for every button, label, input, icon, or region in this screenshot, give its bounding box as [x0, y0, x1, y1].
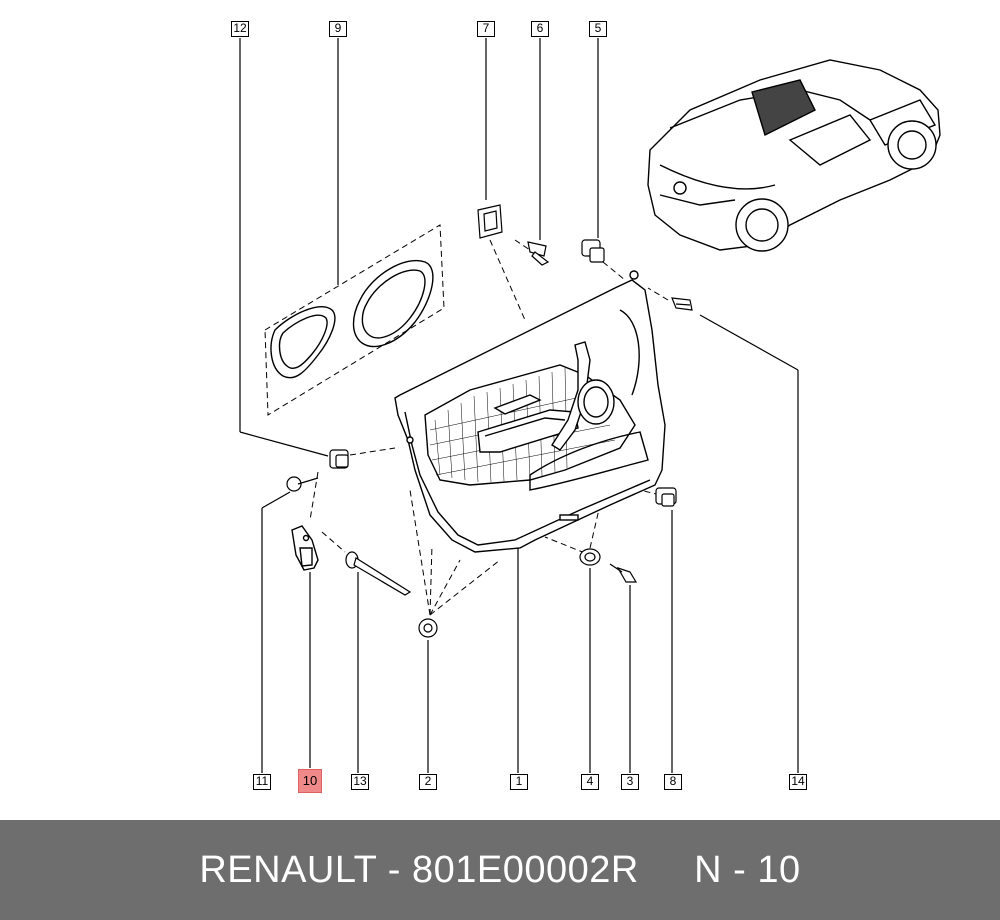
callout-12: 12	[231, 21, 249, 37]
part-9-seal-left	[270, 306, 336, 379]
footer-caption: RENAULT - 801E00002R N - 10	[199, 849, 800, 892]
separator: -	[722, 848, 758, 891]
part-11-screw	[286, 476, 319, 492]
callout-14: 14	[789, 774, 807, 790]
part-1-door-panel	[394, 270, 666, 553]
callout-10-highlighted: 10	[298, 769, 322, 793]
part-number: 801E00002R	[411, 848, 639, 891]
exploded-parts-diagram	[239, 38, 941, 773]
part-14-screw	[671, 297, 693, 311]
part-8-clip	[655, 487, 677, 507]
callout-6: 6	[531, 21, 549, 37]
part-6-screw	[527, 241, 550, 266]
footer-bar: RENAULT - 801E00002R N - 10	[0, 820, 1000, 920]
part-2-clip	[418, 618, 438, 638]
car-illustration	[647, 59, 941, 252]
part-10-bracket	[291, 525, 319, 571]
part-9-seal-right	[352, 259, 434, 348]
part-3-screw	[609, 563, 638, 583]
spacer	[639, 849, 694, 891]
callout-13: 13	[351, 774, 369, 790]
callout-4: 4	[581, 774, 599, 790]
part-5-clip	[581, 239, 605, 263]
brand-name: RENAULT	[199, 848, 377, 891]
part-13-pin	[345, 551, 412, 596]
callout-3: 3	[621, 774, 639, 790]
ref-number: 10	[757, 848, 801, 891]
callout-7: 7	[477, 21, 495, 37]
part-9-frame	[264, 224, 445, 416]
callout-11: 11	[253, 774, 271, 790]
part-12-clip	[329, 449, 349, 469]
callout-9: 9	[329, 21, 347, 37]
leader-12b	[239, 431, 329, 457]
callout-2: 2	[419, 774, 437, 790]
callout-8: 8	[664, 774, 682, 790]
callout-1: 1	[510, 774, 528, 790]
callout-5: 5	[589, 21, 607, 37]
separator: -	[376, 848, 412, 891]
part-4-clip	[579, 548, 601, 566]
leader-11a	[261, 491, 291, 509]
ref-prefix: N	[694, 848, 723, 891]
leader-14a	[699, 314, 799, 371]
part-7-clip	[477, 204, 503, 239]
